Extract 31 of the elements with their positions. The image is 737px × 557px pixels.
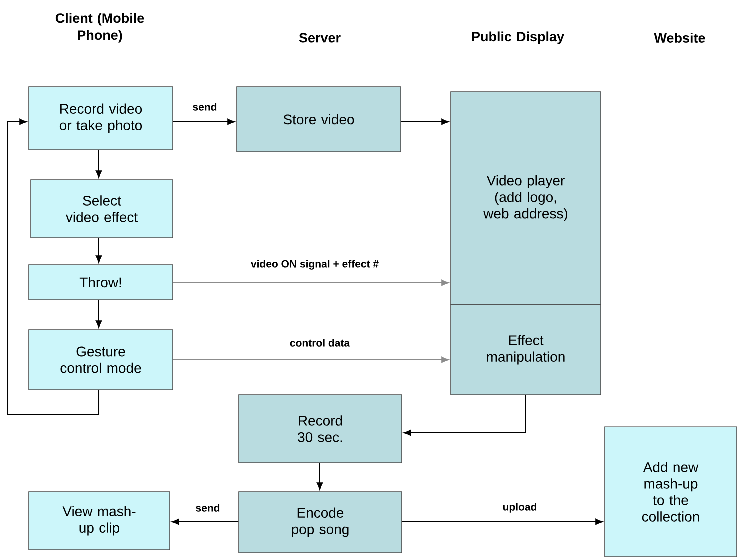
arrow bbox=[172, 356, 450, 364]
process-box: Throw! bbox=[28, 264, 174, 300]
process-box: Store video bbox=[236, 86, 402, 152]
arrow bbox=[172, 518, 240, 526]
process-box: Gesture control mode bbox=[28, 330, 174, 390]
edge-label: control data bbox=[288, 338, 352, 348]
process-box: Record 30 sec. bbox=[238, 394, 402, 464]
edge-label: upload bbox=[502, 502, 538, 514]
process-box: Add new mash-up to the collection bbox=[604, 426, 737, 557]
column-heading: Client (Mobile Phone) bbox=[56, 13, 144, 43]
column-heading: Public Display bbox=[472, 32, 564, 44]
column-heading: Server bbox=[299, 33, 341, 43]
arrow bbox=[96, 150, 102, 178]
arrow bbox=[400, 118, 450, 126]
arrow bbox=[316, 462, 324, 490]
arrow bbox=[172, 118, 236, 126]
process-box: Record video or take photo bbox=[28, 86, 174, 150]
column-heading: Website bbox=[654, 33, 706, 43]
process-box: Encode pop song bbox=[238, 492, 402, 554]
arrow bbox=[404, 394, 526, 436]
arrow bbox=[8, 118, 100, 416]
arrow bbox=[172, 280, 450, 286]
process-box: Select video effect bbox=[30, 180, 174, 238]
process-box: View mash-up clip bbox=[28, 492, 170, 550]
arrow bbox=[96, 300, 102, 328]
edge-label: send bbox=[194, 503, 222, 513]
process-box: Effect manipulation bbox=[450, 304, 602, 396]
arrow bbox=[402, 518, 604, 526]
edge-label: video ON signal + effect # bbox=[250, 259, 380, 271]
edge-label: send bbox=[192, 102, 218, 112]
arrow bbox=[96, 238, 102, 264]
